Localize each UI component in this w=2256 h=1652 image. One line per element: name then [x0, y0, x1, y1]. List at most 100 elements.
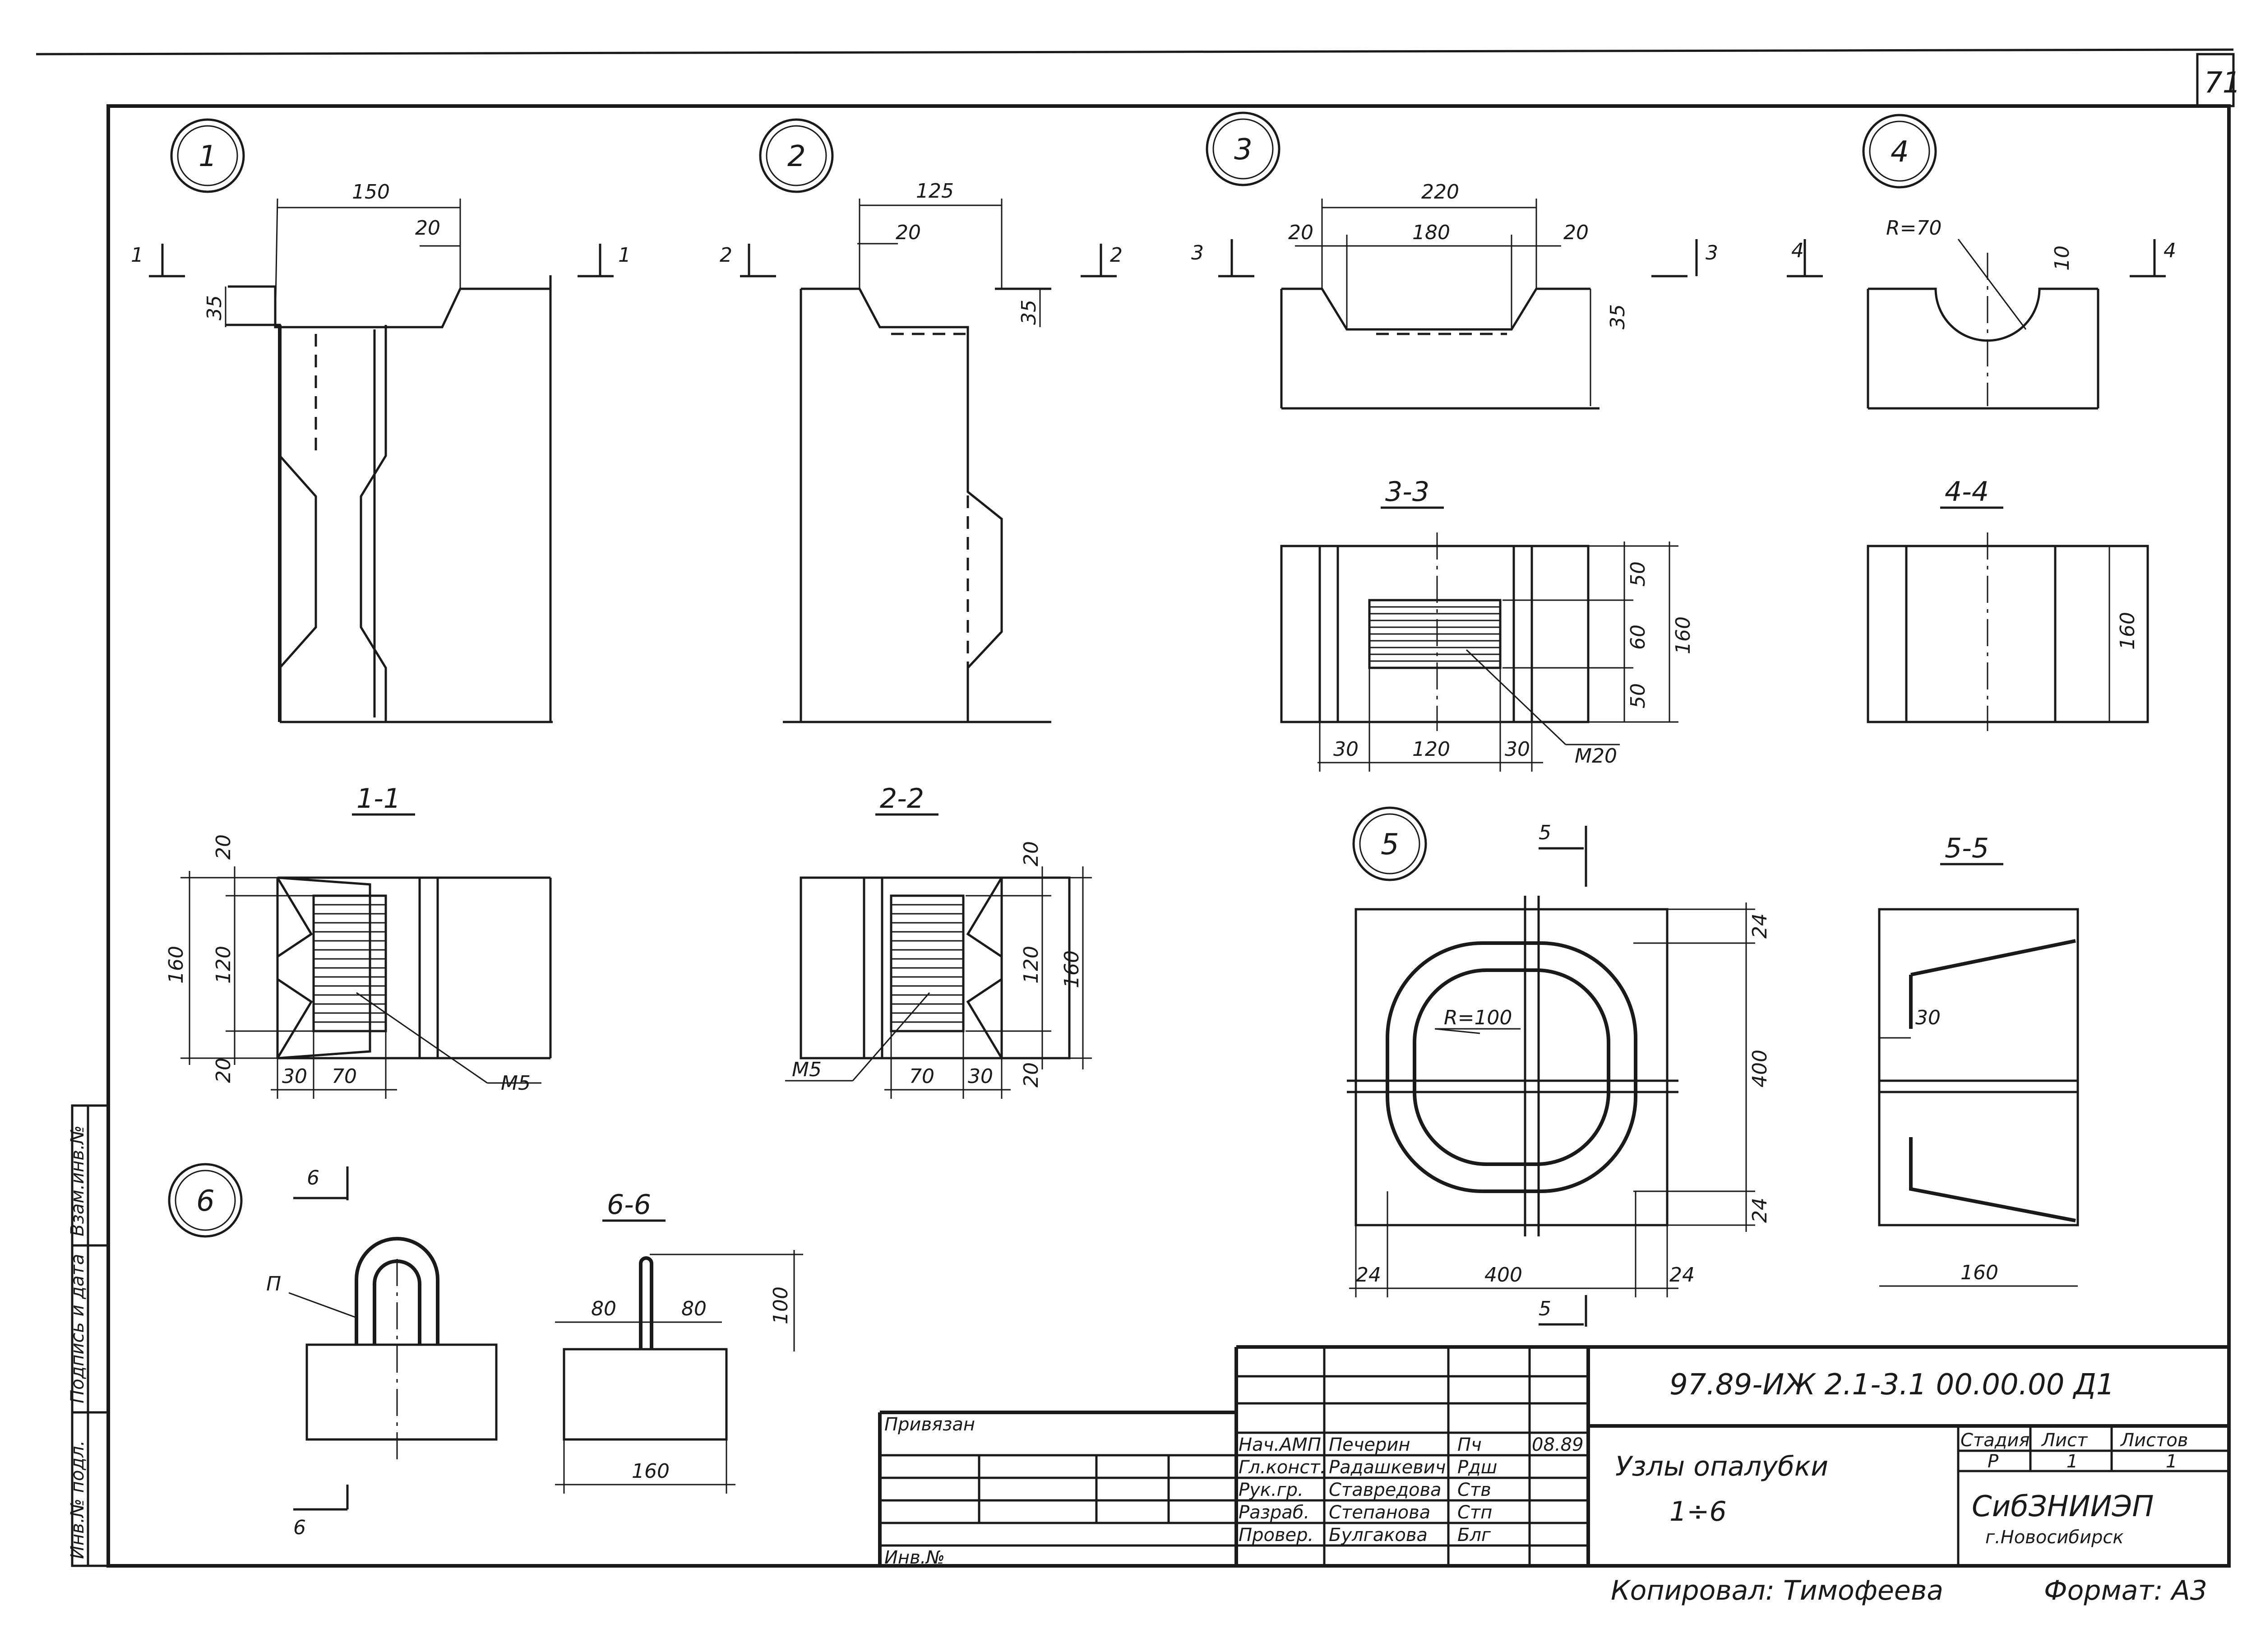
dim-s11-120: 120	[212, 946, 235, 984]
dim-s33-160: 160	[1672, 616, 1695, 654]
section-title-6-6: 6-6	[607, 1189, 651, 1221]
section-2-2: 2-2 M5 20 120 20 160 70 30	[785, 783, 1092, 1099]
side-stamp-sign: Подпись и дата	[67, 1254, 88, 1403]
side-stamp-swap: Взам.инв.№	[67, 1125, 88, 1236]
dim-s22-20b: 20	[1020, 1062, 1043, 1087]
tb-name-1: Печерин	[1329, 1435, 1410, 1455]
dim-s55-160: 160	[1960, 1261, 1998, 1284]
tb-name-5: Булгакова	[1329, 1525, 1428, 1546]
cut-2-right: 2	[1110, 244, 1123, 267]
thread-m5-1	[312, 894, 387, 1032]
dim-s11-20b: 20	[212, 1058, 235, 1083]
node-2: 2 2 2 125 20 35	[720, 118, 1123, 723]
tb-role-2: Гл.конст.	[1239, 1457, 1326, 1478]
tb-name: Узлы опалубки	[1615, 1451, 1828, 1482]
tb-name-3: Ставредова	[1329, 1480, 1442, 1500]
dim-n5-r100: R=100	[1444, 1006, 1512, 1029]
cut-4-right: 4	[2164, 239, 2176, 262]
section-6-6: 6-6 80 80 100 160	[555, 1189, 803, 1494]
dim-n2-20: 20	[896, 221, 921, 244]
tb-role-1: Нач.АМП	[1239, 1435, 1321, 1455]
dim-n3-180: 180	[1412, 221, 1450, 244]
dim-s33-60: 60	[1627, 625, 1650, 650]
tb-sign-4: Стп	[1457, 1502, 1492, 1523]
node-marker-3: 3	[1234, 133, 1253, 167]
tb-role-5: Провер.	[1239, 1525, 1313, 1546]
sheet-frame: 71	[36, 48, 2241, 1568]
dim-n5-400w: 400	[1484, 1263, 1522, 1286]
tb-city: г.Новосибирск	[1985, 1527, 2124, 1548]
cut-1-right: 1	[618, 244, 631, 267]
section-title-5-5: 5-5	[1945, 833, 1989, 864]
tb-col-sheet: Лист	[2041, 1430, 2088, 1451]
node-1: 1 1 1 150 20 35	[131, 118, 631, 723]
mark-m5-1: M5	[501, 1072, 531, 1095]
tb-date: 08.89	[1532, 1435, 1584, 1455]
dim-s66-160: 160	[632, 1460, 670, 1483]
dim-s66-100: 100	[769, 1286, 792, 1324]
tb-inv-no: Инв.№	[884, 1547, 945, 1568]
node-marker-6: 6	[196, 1185, 215, 1218]
tb-sign-5: Блг	[1457, 1525, 1491, 1546]
dim-s33-30b: 30	[1505, 738, 1530, 761]
cut-4-left: 4	[1791, 239, 1804, 262]
dim-s22-20a: 20	[1020, 841, 1043, 866]
dim-s33-50a: 50	[1627, 561, 1650, 587]
dim-n1-35: 35	[203, 295, 226, 320]
dim-n5-24d: 24	[1669, 1263, 1695, 1286]
node-4: 4 4 4 R=70 10	[1787, 114, 2176, 410]
dim-n2-125: 125	[916, 180, 954, 203]
tb-org: СибЗНИИЭП	[1972, 1490, 2154, 1523]
dim-s11-70: 70	[332, 1065, 357, 1088]
dim-s11-30: 30	[282, 1065, 307, 1088]
section-3-3: 3-3 M20 50 60 50 160 30 120 30	[1280, 476, 1695, 772]
dim-s22-30: 30	[968, 1065, 993, 1088]
node-marker-4: 4	[1891, 135, 1909, 169]
cut-5-bottom: 5	[1539, 1297, 1551, 1320]
dim-s11-160: 160	[165, 946, 188, 984]
dim-n5-24c: 24	[1356, 1263, 1381, 1286]
tb-stage: Р	[1988, 1451, 1999, 1472]
cut-5-top: 5	[1539, 821, 1551, 844]
tb-col-sheets: Листов	[2120, 1430, 2188, 1451]
tb-name-4: Степанова	[1329, 1502, 1430, 1523]
node-6: 6 6 6 П	[168, 1163, 498, 1539]
node-marker-2: 2	[787, 140, 806, 173]
tb-sign-3: Ств	[1457, 1480, 1491, 1500]
dim-n3-35: 35	[1606, 304, 1629, 329]
dim-n5-400h: 400	[1748, 1050, 1771, 1087]
mark-m5-2: M5	[792, 1058, 822, 1081]
section-title-1-1: 1-1	[356, 783, 401, 814]
dim-s33-50b: 50	[1627, 683, 1650, 708]
thread-m20	[1368, 599, 1502, 669]
dim-n4-10: 10	[2051, 245, 2074, 271]
side-stamp-inv: Инв.№ подл.	[67, 1440, 88, 1559]
tb-sheets: 1	[2166, 1451, 2177, 1472]
section-1-1: 1-1 M5 20 120 20 160 30	[165, 783, 552, 1099]
pin-label: П	[266, 1273, 281, 1296]
node-marker-1: 1	[199, 140, 217, 173]
dim-n3-20b: 20	[1563, 221, 1589, 244]
node-5: 5 5 5 R=100 24 400 24 24 400 24	[1347, 806, 1771, 1327]
node-3: 3 3 3 220 20 180 20 35	[1191, 111, 1718, 410]
section-4-4: 4-4 160	[1867, 476, 2149, 731]
tb-sign-1: Пч	[1457, 1435, 1482, 1455]
dim-s22-70: 70	[909, 1065, 934, 1088]
dim-n4-r70: R=70	[1886, 217, 1942, 240]
cut-3-right: 3	[1706, 241, 1718, 264]
cut-2-left: 2	[720, 244, 732, 267]
dim-n3-20a: 20	[1288, 221, 1313, 244]
cut-6-bottom: 6	[293, 1516, 306, 1539]
tb-role-3: Рук.гр.	[1239, 1480, 1304, 1500]
tb-role-4: Разраб.	[1239, 1502, 1309, 1523]
dim-s33-120: 120	[1412, 738, 1450, 761]
dim-n3-220: 220	[1421, 180, 1459, 204]
dim-n1-150: 150	[352, 180, 390, 204]
dim-n2-35: 35	[1017, 300, 1040, 325]
dim-n5-24b: 24	[1748, 1198, 1771, 1223]
dim-s22-160: 160	[1060, 950, 1083, 988]
dim-n1-20: 20	[415, 217, 440, 240]
tb-name-2: Радашкевич	[1329, 1457, 1446, 1478]
section-title-4-4: 4-4	[1945, 476, 1989, 508]
